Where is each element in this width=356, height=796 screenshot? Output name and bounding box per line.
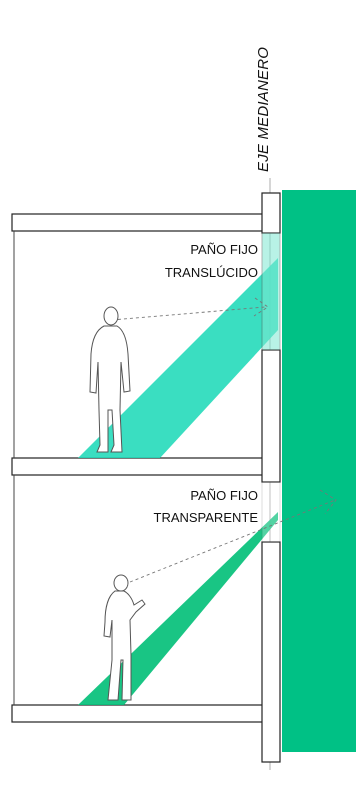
structural-wall — [261, 192, 281, 763]
transparent-panel — [261, 481, 281, 543]
lower-panel-label-line1: PAÑO FIJO — [190, 488, 258, 503]
standing-person-with-phone-icon — [103, 574, 146, 701]
middle-slab — [11, 457, 265, 476]
upper-panel-label-line1: PAÑO FIJO — [190, 242, 258, 257]
upper-slab — [11, 213, 265, 232]
lower-slab — [11, 704, 265, 723]
translucent-panel — [261, 232, 281, 351]
lower-panel-label-line2: TRANSPARENTE — [154, 510, 259, 525]
light-beam-upper — [78, 258, 278, 458]
standing-person-icon — [89, 306, 131, 453]
sightline-upper — [111, 297, 269, 321]
axis-label: EJE MEDIANERO — [255, 47, 272, 172]
upper-panel-label-line2: TRANSLÚCIDO — [165, 265, 258, 280]
neighbor-wall — [282, 190, 356, 752]
sightline-lower — [129, 489, 337, 583]
